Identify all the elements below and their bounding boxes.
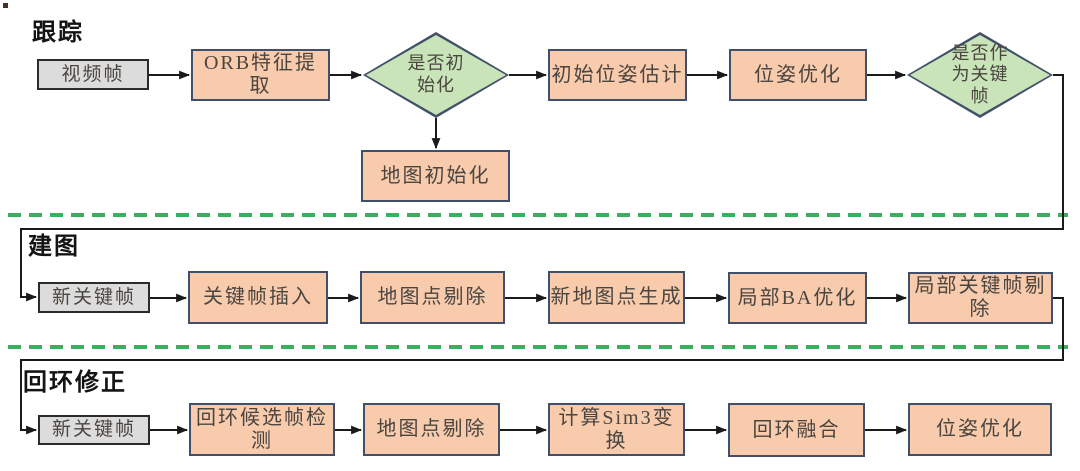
node-local-keyframe-culling: 局部关键帧剔除 <box>908 272 1053 324</box>
node-label: 是否作 为关键 帧 <box>951 42 1009 106</box>
node-label: 地图点剔除 <box>377 286 488 308</box>
section-title-loop-correction: 回环修正 <box>23 370 127 396</box>
wrap-connector-tracking-to-mapping <box>20 74 1064 302</box>
decision-is-keyframe: 是否作 为关键 帧 <box>907 32 1053 118</box>
node-map-point-culling-loop: 地图点剔除 <box>363 403 500 456</box>
node-pose-optimization-loop: 位姿优化 <box>908 403 1052 456</box>
node-label: 计算Sim3变换 <box>558 406 675 452</box>
node-local-ba-optimization: 局部BA优化 <box>728 272 867 324</box>
node-pose-optimization-tracking: 位姿优化 <box>729 49 867 101</box>
node-label: 新关键帧 <box>51 286 136 308</box>
node-label: 视频帧 <box>61 63 125 85</box>
node-new-keyframe-mapping: 新关键帧 <box>38 282 150 313</box>
node-label: ORB特征提取 <box>203 52 318 97</box>
node-orb-feature-extraction: ORB特征提取 <box>191 49 330 101</box>
section-title-mapping: 建图 <box>28 234 80 260</box>
node-initial-pose-estimation: 初始位姿估计 <box>548 49 687 101</box>
node-loop-fusion: 回环融合 <box>728 403 865 457</box>
node-label: 地图初始化 <box>380 164 491 187</box>
node-label: 地图点剔除 <box>376 418 487 440</box>
screenshot-artifact-dot <box>3 3 8 8</box>
node-map-point-culling-mapping: 地图点剔除 <box>360 271 505 324</box>
node-label: 新关键帧 <box>51 419 136 441</box>
node-keyframe-insertion: 关键帧插入 <box>188 271 328 324</box>
node-label: 新地图点生成 <box>550 286 683 308</box>
node-label: 回环融合 <box>752 418 841 441</box>
node-loop-candidate-detection: 回环候选帧检测 <box>189 403 335 456</box>
node-new-keyframe-loop: 新关键帧 <box>38 415 150 445</box>
node-label: 回环候选帧检测 <box>196 406 328 452</box>
node-sim3-computation: 计算Sim3变换 <box>548 403 685 456</box>
section-title-tracking: 跟踪 <box>32 20 84 46</box>
node-label: 关键帧插入 <box>203 286 313 308</box>
decision-initialized: 是否初 始化 <box>363 32 509 118</box>
node-new-map-point-generation: 新地图点生成 <box>548 271 685 324</box>
node-label: 位姿优化 <box>754 63 842 86</box>
node-label: 局部BA优化 <box>737 286 858 309</box>
node-label: 初始位姿估计 <box>551 63 684 86</box>
node-label: 位姿优化 <box>936 418 1024 440</box>
wrap-connector-mapping-to-loop <box>20 297 1064 435</box>
node-map-initialization: 地图初始化 <box>361 150 510 202</box>
node-video-frame: 视频帧 <box>37 59 149 90</box>
node-label: 局部关键帧剔除 <box>914 275 1047 320</box>
node-label: 是否初 始化 <box>407 53 465 95</box>
